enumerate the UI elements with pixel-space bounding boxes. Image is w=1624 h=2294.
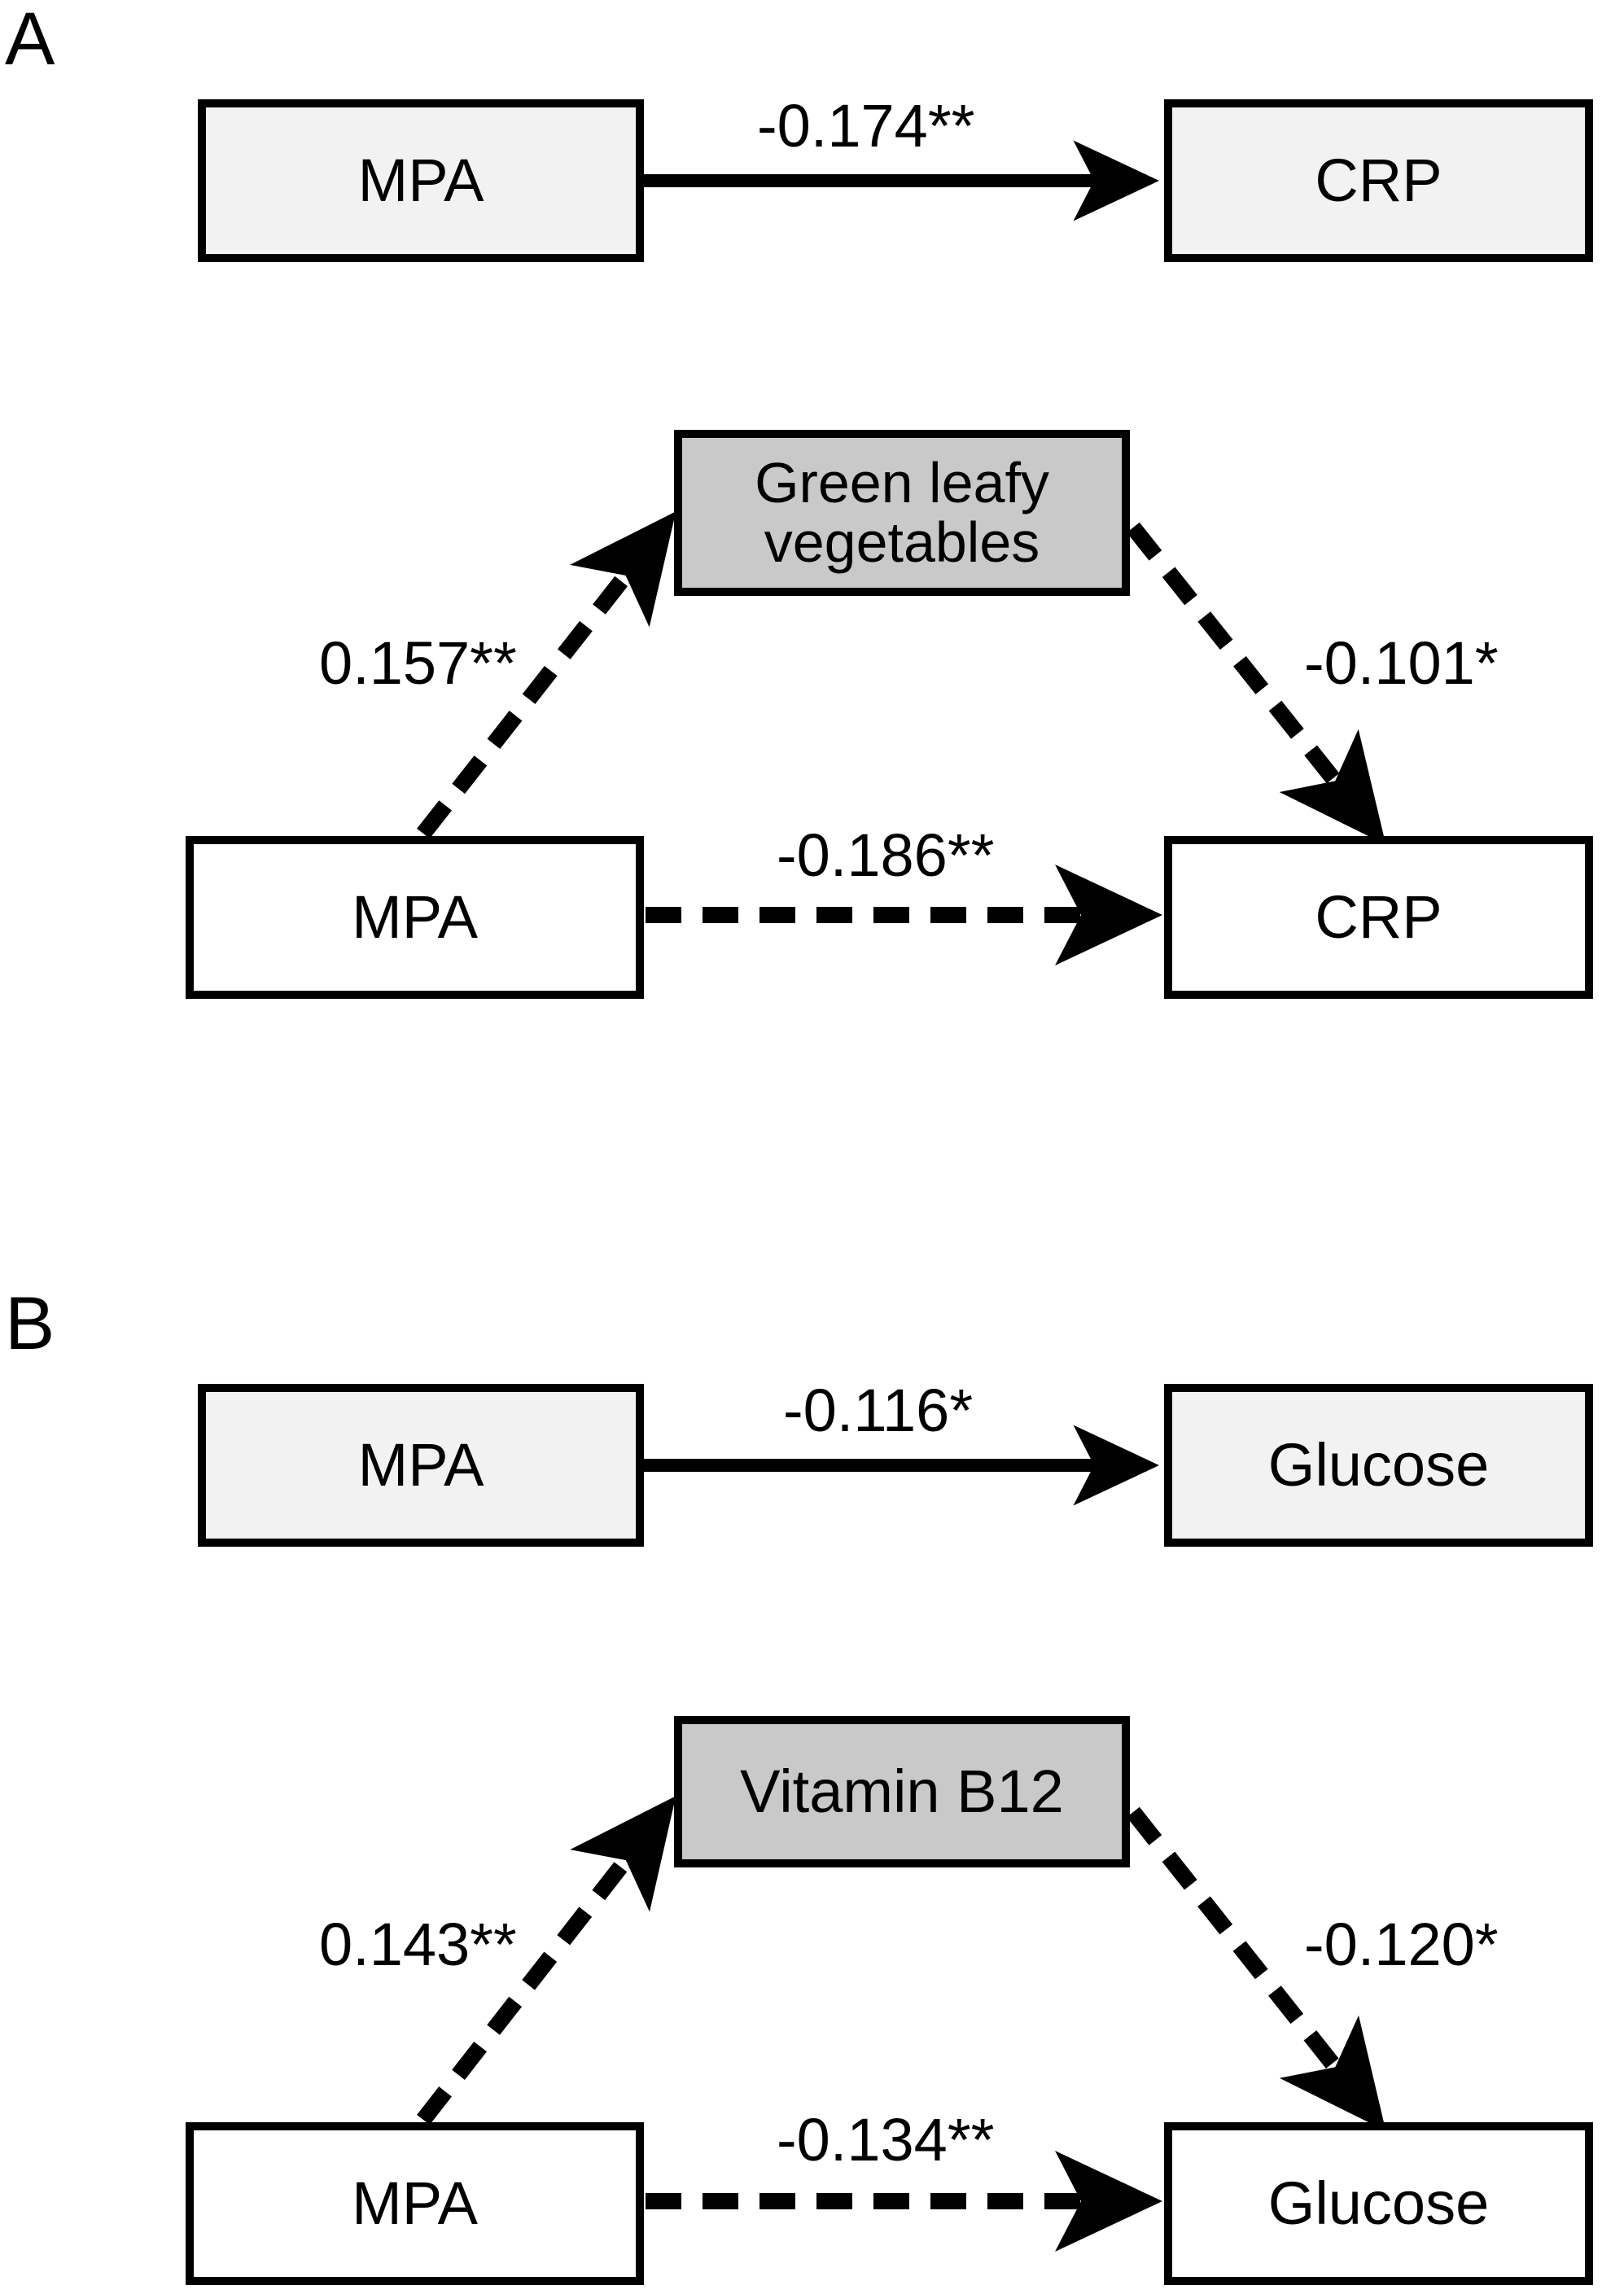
panelA-node-mediator: Green leafy vegetables bbox=[674, 430, 1130, 596]
panelA-node-mpa-bottom: MPA bbox=[186, 836, 644, 999]
panelB-a-path-label: 0.143** bbox=[319, 1911, 517, 1978]
panelA-b-path-arrow bbox=[1127, 522, 1386, 845]
panelA-a-path-arrow bbox=[417, 511, 676, 839]
panelA-node-crp-top-label: CRP bbox=[1315, 147, 1442, 215]
panelB-total-effect-label: -0.116* bbox=[783, 1377, 974, 1444]
panelA-b-path-label: -0.101* bbox=[1304, 629, 1499, 697]
panelB-node-glucose-top: Glucose bbox=[1164, 1384, 1593, 1547]
panelA-node-mpa-top: MPA bbox=[198, 99, 644, 262]
panelB-node-mpa-bottom-label: MPA bbox=[352, 2169, 478, 2238]
panelB-node-glucose-top-label: Glucose bbox=[1267, 1431, 1490, 1499]
panelA-node-mediator-line1: Green leafy bbox=[755, 450, 1049, 514]
panelA-total-effect-label: -0.174** bbox=[757, 92, 975, 160]
panelB-a-path-arrow bbox=[417, 1796, 676, 2125]
panelA-node-mediator-label: Green leafy vegetables bbox=[750, 453, 1054, 573]
panelA-direct-path-label: -0.186** bbox=[777, 821, 995, 889]
panelA-node-crp-bottom: CRP bbox=[1164, 836, 1593, 999]
panelB-b-path-label: -0.120* bbox=[1304, 1911, 1499, 1978]
panelA-a-path-label: 0.157** bbox=[319, 629, 517, 697]
panelA-node-mpa-bottom-label: MPA bbox=[352, 883, 478, 952]
panelA-node-mediator-line2: vegetables bbox=[764, 510, 1040, 574]
panelA-node-crp-top: CRP bbox=[1164, 99, 1593, 262]
panel-b-letter: B bbox=[5, 1282, 55, 1365]
panelB-node-mpa-top-label: MPA bbox=[357, 1431, 484, 1499]
panelB-node-mpa-top: MPA bbox=[198, 1384, 644, 1547]
panelB-node-glucose-bottom-label: Glucose bbox=[1267, 2169, 1490, 2238]
panelB-b-path-arrow bbox=[1127, 1806, 1386, 2131]
panel-a-letter: A bbox=[5, 0, 55, 81]
panelB-direct-path-label: -0.134** bbox=[777, 2106, 995, 2174]
panelB-node-mpa-bottom: MPA bbox=[186, 2122, 644, 2285]
panelB-node-mediator-label: Vitamin B12 bbox=[740, 1758, 1064, 1826]
panelA-node-crp-bottom-label: CRP bbox=[1315, 883, 1442, 952]
panelB-node-glucose-bottom: Glucose bbox=[1164, 2122, 1593, 2285]
panelA-node-mpa-top-label: MPA bbox=[357, 147, 484, 215]
panelB-node-mediator: Vitamin B12 bbox=[674, 1716, 1130, 1867]
